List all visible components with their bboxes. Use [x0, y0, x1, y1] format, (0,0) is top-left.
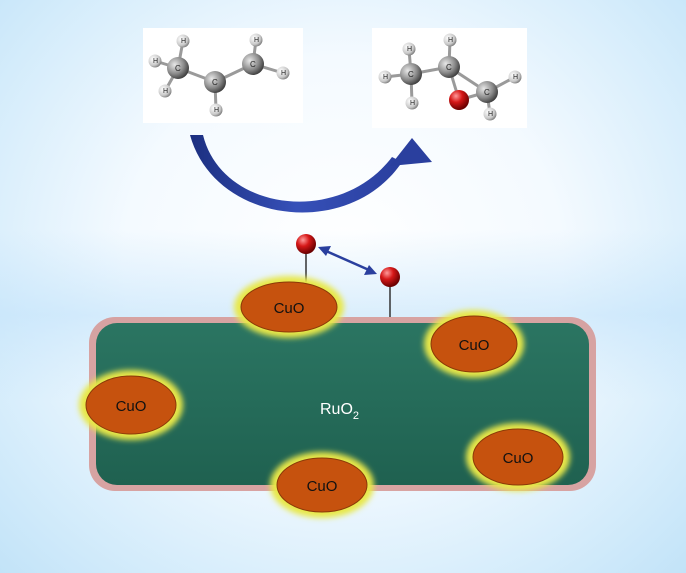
atom-label-h: H	[181, 38, 186, 45]
cuo-particle: CuO	[424, 310, 524, 378]
atom-label-c: C	[484, 88, 490, 97]
hydrogen-atom	[402, 42, 416, 56]
atom-label-h: H	[153, 58, 158, 65]
hydrogen-atom	[405, 96, 419, 110]
reactant-molecule: C C C H H H H H H	[143, 28, 303, 123]
oxygen-atom	[380, 267, 400, 287]
atom-label-c: C	[175, 64, 181, 73]
hydrogen-atom	[176, 34, 190, 48]
hydrogen-atom	[508, 70, 522, 84]
hydrogen-atom	[276, 66, 290, 80]
oxygen-atom	[449, 90, 469, 110]
atom-label-h: H	[407, 46, 412, 53]
atom-label-h: H	[254, 37, 259, 44]
atom-label-c: C	[250, 60, 256, 69]
cuo-label: CuO	[459, 337, 490, 354]
cuo-particle: CuO	[270, 452, 374, 518]
hydrogen-atom	[378, 70, 392, 84]
atom-label-c: C	[212, 78, 218, 87]
atom-label-h: H	[513, 74, 518, 81]
product-molecule: C C C H H H H H H	[372, 28, 527, 128]
hydrogen-atom	[443, 33, 457, 47]
atom-label-h: H	[488, 111, 493, 118]
hydrogen-atom	[249, 33, 263, 47]
carbon-atom	[242, 53, 264, 75]
carbon-atom	[438, 56, 460, 78]
double-headed-arrow	[318, 246, 377, 275]
cuo-particle: CuO	[234, 276, 344, 338]
cuo-label: CuO	[307, 478, 338, 495]
cuo-label: CuO	[274, 300, 305, 317]
hydrogen-atom	[158, 84, 172, 98]
cuo-particle: CuO	[466, 423, 570, 491]
cuo-label: CuO	[116, 398, 147, 415]
hydrogen-atom	[209, 103, 223, 117]
hydrogen-atom	[483, 107, 497, 121]
atom-label-h: H	[448, 37, 453, 44]
support-label: RuO2	[320, 401, 359, 422]
atom-label-h: H	[281, 70, 286, 77]
oxygen-atom	[296, 234, 316, 254]
hydrogen-atom	[148, 54, 162, 68]
atom-label-c: C	[446, 63, 452, 72]
carbon-atom	[476, 81, 498, 103]
cuo-label: CuO	[503, 450, 534, 467]
carbon-atom	[400, 63, 422, 85]
atom-label-h: H	[214, 107, 219, 114]
carbon-atom	[204, 71, 226, 93]
reaction-arrow	[190, 135, 432, 213]
atom-label-h: H	[163, 88, 168, 95]
carbon-atom	[167, 57, 189, 79]
cuo-particle: CuO	[79, 370, 183, 440]
atom-label-h: H	[383, 74, 388, 81]
atom-label-c: C	[408, 70, 414, 79]
atom-label-h: H	[410, 100, 415, 107]
